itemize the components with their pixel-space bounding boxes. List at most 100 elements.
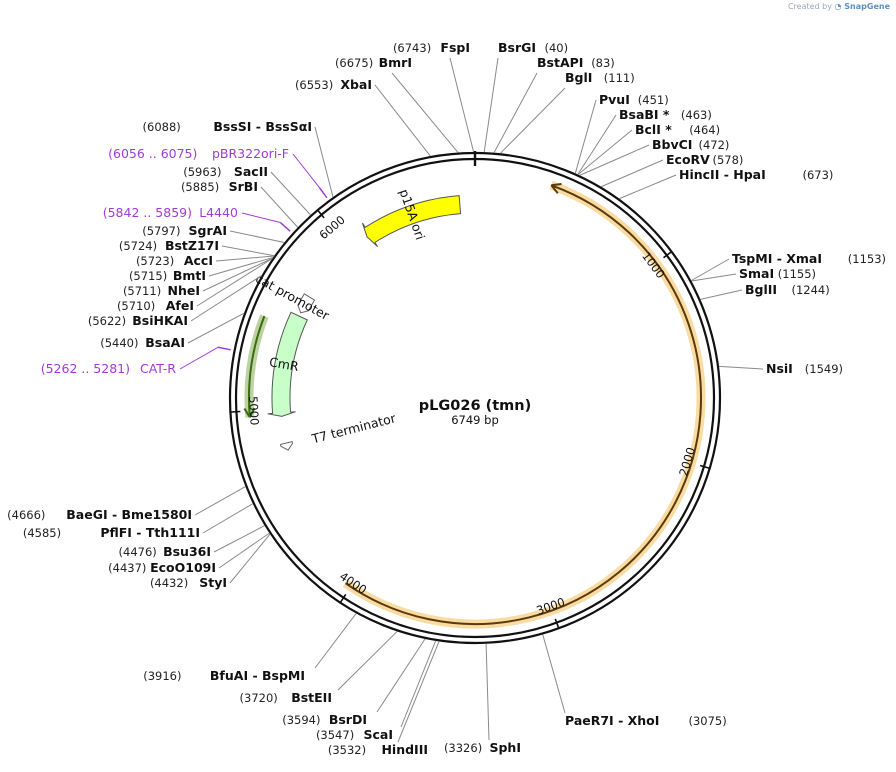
enzyme-position: (1549) (805, 362, 843, 376)
enzyme-name: Bsu36I (163, 544, 211, 559)
enzyme-site[interactable]: PflFI - Tth111I(4585) (23, 525, 200, 540)
enzyme-site[interactable]: BmtI(5715) (129, 268, 206, 283)
feature-label: T7 terminator (309, 410, 398, 447)
enzyme-site[interactable]: ScaI(3547) (316, 727, 393, 742)
enzyme-name: AccI (184, 253, 213, 268)
enzyme-site[interactable]: TspMI - XmaI(1153) (732, 251, 886, 266)
enzyme-site[interactable]: BfuAI - BspMI(3916) (143, 668, 305, 683)
primer-name: L4440 (199, 205, 238, 220)
enzyme-position: (83) (591, 56, 615, 70)
enzyme-name: EcoRV (666, 152, 710, 167)
enzyme-leader (600, 159, 664, 188)
enzyme-position: (3720) (240, 691, 278, 705)
primer-site[interactable]: pBR322ori-F(6056 .. 6075) (108, 146, 289, 161)
primer-site[interactable]: CAT-R(5262 .. 5281) (41, 361, 177, 376)
enzyme-site[interactable]: SmaI(1155) (739, 266, 816, 281)
snapgene-logo: ◔ SnapGene (834, 2, 890, 11)
enzyme-position: (3594) (282, 713, 320, 727)
enzyme-name: BsrDI (329, 712, 367, 727)
enzyme-site[interactable]: SrBI(5885) (181, 179, 258, 194)
enzyme-name: PaeR7I - XhoI (565, 713, 659, 728)
primer-leader (241, 212, 281, 224)
enzyme-name: TspMI - XmaI (732, 251, 822, 266)
enzyme-site[interactable]: BbvCI(472) (652, 137, 729, 152)
enzyme-name: ScaI (364, 727, 394, 742)
enzyme-leader (218, 532, 270, 569)
enzyme-site[interactable]: HincII - HpaI(673) (679, 167, 833, 182)
enzyme-position: (451) (638, 93, 669, 107)
enzyme-site[interactable]: PaeR7I - XhoI(3075) (565, 713, 727, 728)
enzyme-name: BglII (745, 282, 777, 297)
enzyme-name: SrBI (229, 179, 258, 194)
enzyme-site[interactable]: BclI *(464) (635, 122, 720, 137)
enzyme-site[interactable]: BsiHKAI(5622) (88, 313, 188, 328)
enzyme-leader (202, 503, 254, 534)
enzyme-site[interactable]: BsrGI(40) (498, 40, 568, 55)
enzyme-site[interactable]: AccI(5723) (136, 253, 213, 268)
enzyme-site[interactable]: XbaI(6553) (295, 77, 372, 92)
outer-arc-line (248, 315, 266, 418)
enzyme-leader (221, 245, 275, 257)
enzyme-leader (376, 638, 426, 713)
enzyme-site[interactable]: BglII(1244) (745, 282, 830, 297)
enzyme-site[interactable]: HindIII(3532) (328, 742, 428, 757)
enzyme-name: XbaI (340, 77, 372, 92)
enzyme-site[interactable]: BsaAI(5440) (100, 335, 185, 350)
enzyme-site[interactable]: BmrI(6675) (335, 55, 412, 70)
enzyme-name: NsiI (766, 361, 793, 376)
outer-arc-line (344, 184, 702, 625)
primer-range: (5842 .. 5859) (103, 205, 192, 220)
enzyme-position: (4476) (119, 545, 157, 559)
enzyme-leader (229, 230, 285, 243)
enzyme-leader (337, 631, 398, 691)
enzyme-name: BssSI - BssSαI (213, 119, 312, 134)
enzyme-leader (229, 533, 271, 584)
ruler-tick-label: 5000 (246, 396, 262, 426)
enzyme-site[interactable]: NsiI (1549) (766, 361, 843, 376)
enzyme-leader (577, 114, 617, 175)
primer-leader (318, 186, 328, 199)
plasmid-size: 6749 bp (451, 413, 499, 427)
primers-layer: pBR322ori-F(6056 .. 6075) L4440 (5842 .. 5… (41, 146, 328, 376)
enzyme-site[interactable]: BssSI - BssSαI(6088) (143, 119, 312, 134)
enzyme-site[interactable]: SphI(3326) (444, 740, 521, 755)
credit-prefix: Created by (787, 2, 832, 11)
plasmid-name: pLG026 (tmn) (419, 398, 531, 414)
enzyme-site[interactable]: PvuI(451) (599, 92, 669, 107)
feature-arrow (267, 311, 308, 417)
enzyme-name: BglI (565, 70, 592, 85)
enzyme-position: (5622) (88, 314, 126, 328)
enzyme-leader (500, 87, 566, 154)
enzyme-site[interactable]: StyI(4432) (150, 575, 227, 590)
enzyme-site[interactable]: BstAPI(83) (537, 55, 615, 70)
primer-range: (6056 .. 6075) (108, 146, 197, 161)
enzyme-site[interactable]: BaeGI - Bme1580I(4666) (7, 507, 192, 522)
enzyme-name: FspI (440, 40, 470, 55)
enzyme-leader (391, 72, 459, 153)
enzyme-site[interactable]: Bsu36I (4476) (119, 544, 211, 559)
ruler-tick (699, 464, 711, 470)
enzyme-name: StyI (199, 575, 227, 590)
enzyme-site[interactable]: EcoRV(578) (666, 152, 743, 167)
enzyme-leader (187, 312, 245, 344)
enzyme-site[interactable]: SgrAI(5797) (142, 223, 227, 238)
enzyme-site[interactable]: FspI(6743) (393, 40, 470, 55)
enzyme-site[interactable]: EcoO109I(4437) (108, 560, 216, 575)
enzyme-site[interactable]: SacII(5963) (183, 164, 268, 179)
enzyme-site[interactable]: NheI(5711) (123, 283, 200, 298)
enzyme-site[interactable]: AfeI(5710) (117, 298, 194, 313)
enzyme-leader (449, 57, 475, 153)
enzyme-site[interactable]: BstZ17I(5724) (119, 238, 219, 253)
enzyme-position: (673) (803, 168, 834, 182)
enzyme-site[interactable]: BstEII(3720) (240, 690, 332, 705)
enzyme-site[interactable]: BsrDI (3594) (282, 712, 367, 727)
enzyme-site[interactable]: BsaBI *(463) (619, 107, 712, 122)
enzyme-position: (3326) (444, 741, 482, 755)
enzyme-name: SacII (234, 164, 268, 179)
feature-arrow (279, 441, 294, 451)
enzyme-position: (5797) (142, 224, 180, 238)
primer-site[interactable]: L4440 (5842 .. 5859) (103, 205, 238, 220)
enzyme-site[interactable]: BglI(111) (565, 70, 635, 85)
enzyme-position: (3532) (328, 743, 366, 757)
enzyme-leader (485, 643, 490, 741)
